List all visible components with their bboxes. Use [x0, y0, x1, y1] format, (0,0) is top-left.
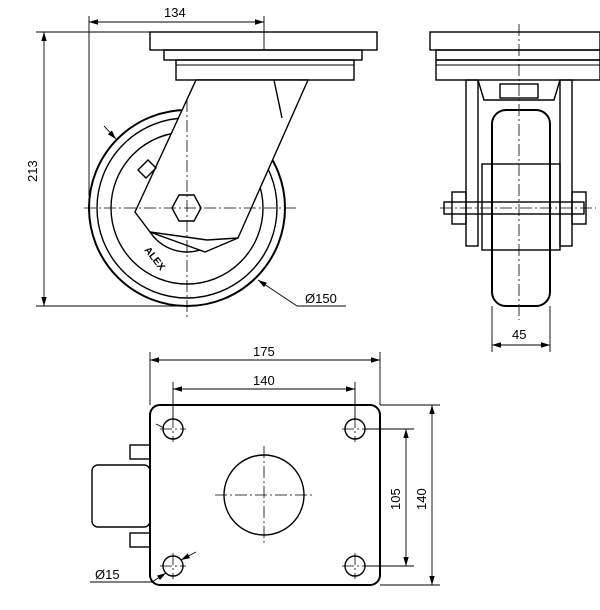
side-plate-flange: [163, 49, 363, 61]
front-wheel-hub: [481, 163, 561, 251]
dim-hole-spacing-y: 105: [388, 488, 403, 510]
dim-plate-offset: 134: [164, 5, 186, 20]
front-view-dimensions: 45: [491, 306, 551, 352]
top-mounting-plate: [149, 404, 381, 586]
top-wheel-outline: [91, 464, 151, 528]
dim-overall-height: 213: [25, 160, 40, 182]
side-view: ALEX: [84, 31, 378, 320]
side-fork-leg: [134, 79, 310, 253]
top-view-dimensions: 175 140 105 140 Ø15: [90, 344, 440, 586]
front-fork-leg-left: [465, 79, 479, 247]
side-brake-clip: [137, 159, 157, 179]
front-fork-leg-right: [559, 79, 573, 247]
top-fork-lug-upper: [129, 444, 151, 460]
dim-plate-length: 140: [414, 488, 429, 510]
top-view: [91, 404, 381, 586]
side-view-dimensions: 134 213 Ø150: [25, 5, 346, 307]
front-view: [429, 24, 600, 320]
dim-hole-spacing-x: 140: [253, 373, 275, 388]
side-top-plate: [149, 31, 378, 51]
front-swivel-bearing: [435, 59, 600, 81]
dim-plate-width: 175: [253, 344, 275, 359]
front-plate-flange: [435, 49, 600, 61]
dim-wheel-diameter: Ø150: [305, 291, 337, 306]
top-fork-lug-lower: [129, 532, 151, 548]
front-top-plate: [429, 31, 600, 51]
dim-wheel-width: 45: [512, 327, 526, 342]
wheel-brand-label: ALEX: [142, 245, 167, 273]
dim-hole-diameter: Ø15: [95, 567, 120, 582]
side-swivel-bearing: [175, 59, 355, 81]
